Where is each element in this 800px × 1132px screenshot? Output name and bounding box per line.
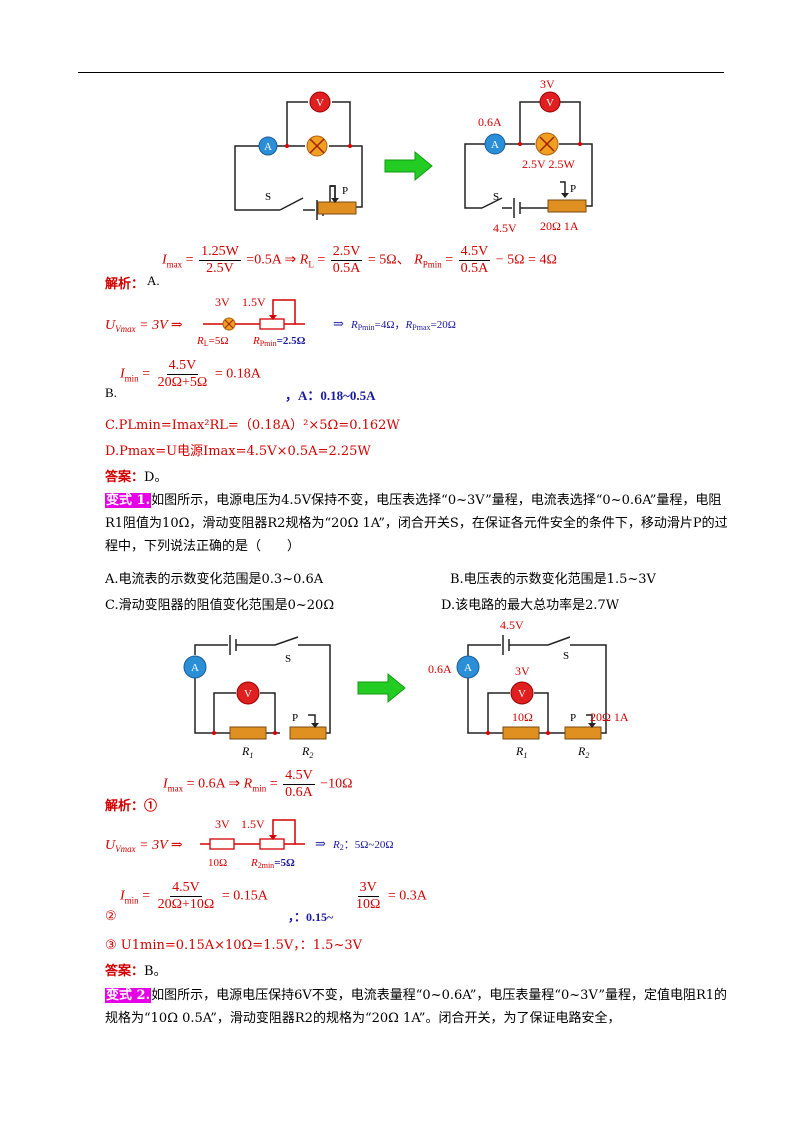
label-battery-mid: 4.5V bbox=[500, 618, 524, 632]
label-rheostat-mid: 20Ω 1A bbox=[590, 710, 629, 724]
slider-label: P bbox=[342, 185, 348, 197]
voltmeter-label-mid: V bbox=[244, 688, 252, 700]
ammeter-icon bbox=[258, 136, 278, 156]
v1-step-2-mid: ，：0.15~ bbox=[288, 910, 334, 924]
uv-label-3v: 3V bbox=[215, 295, 230, 309]
svg-text:A: A bbox=[491, 139, 499, 151]
v1-option-a: A.电流表的示数变化范围是0.3~0.6A bbox=[105, 572, 324, 587]
switch-label: S bbox=[265, 191, 271, 203]
variant-2-question: 变式 2.如图所示，电源电压保持6V不变，电流表量程“0~0.6A”，电压表量程… bbox=[105, 988, 728, 1026]
v1-step-3: ③ U1min=0.15A×10Ω=1.5V，：1.5~3V bbox=[105, 938, 362, 953]
svg-text:RL=5Ω: RL=5Ω bbox=[196, 335, 229, 348]
svg-text:V: V bbox=[546, 97, 554, 109]
label-rheostat: 20Ω 1A bbox=[540, 219, 579, 233]
svg-text:⇒: ⇒ bbox=[315, 836, 326, 851]
v1-option-c: C.滑动变阻器的阻值变化范围是0~20Ω bbox=[105, 598, 335, 613]
svg-text:UVmax = 3V ⇒: UVmax = 3V ⇒ bbox=[105, 838, 183, 854]
voltmeter-label: V bbox=[316, 97, 324, 109]
svg-text:V: V bbox=[518, 688, 526, 700]
slider-label-right: P bbox=[570, 183, 576, 195]
label-06a-mid: 0.6A bbox=[428, 662, 452, 676]
uv2-label-15v: 1.5V bbox=[241, 817, 265, 831]
voltmeter-icon bbox=[309, 91, 331, 113]
variant-1-question: 变式 1.如图所示，电源电压为4.5V保持不变，电压表选择“0~3V”量程，电流… bbox=[105, 493, 728, 554]
label-3v-mid: 3V bbox=[515, 664, 530, 678]
circuit-top-left-parts: A V S P bbox=[258, 91, 357, 215]
uv-max-diagram-1: UVmax = 3V ⇒ 3V 1.5V RL=5Ω RPmin=2.5Ω ⇒ … bbox=[105, 295, 456, 348]
switch-label-mid-right: S bbox=[563, 650, 569, 662]
header-rule bbox=[78, 72, 724, 73]
label-3v: 3V bbox=[540, 80, 555, 91]
label-lamp-rating: 2.5V 2.5W bbox=[522, 157, 575, 171]
v1-option-b: B.电压表的示数变化范围是1.5~3V bbox=[450, 572, 656, 587]
circuit-diagrams-middle: A V S P R1 R2 A V 4.5V 0.6A 3V S 10Ω P 2… bbox=[183, 618, 629, 760]
option-d-line: D.Pmax=U电源Imax=4.5V×0.5A=2.25W bbox=[105, 444, 371, 459]
svg-text:UVmax = 3V ⇒: UVmax = 3V ⇒ bbox=[105, 318, 183, 334]
v1-step-2-prefix: ② bbox=[105, 908, 117, 923]
label-battery: 4.5V bbox=[493, 221, 517, 235]
transform-arrow-icon bbox=[384, 150, 433, 182]
answer-1: 答案：D。 bbox=[105, 470, 168, 485]
variant-1-tag: 变式 1. bbox=[105, 493, 152, 508]
switch-label-right: S bbox=[493, 191, 499, 203]
uv-label-15v: 1.5V bbox=[242, 295, 266, 309]
v1-option-d: D.该电路的最大总功率是2.7W bbox=[441, 598, 620, 613]
circuit-top-right bbox=[464, 101, 593, 218]
uv-max-diagram-2: UVmax = 3V ⇒ 3V 1.5V 10Ω R2min=5Ω ⇒ R2：5… bbox=[105, 817, 394, 870]
ammeter-label: A bbox=[264, 141, 272, 153]
solution-label-1: 解析： bbox=[105, 276, 145, 291]
slider-label-mid: P bbox=[292, 712, 298, 724]
option-a-prefix: A. bbox=[147, 273, 160, 288]
switch-label-mid: S bbox=[285, 653, 291, 665]
svg-text:R2min=5Ω: R2min=5Ω bbox=[250, 857, 295, 870]
ammeter-label-mid: A bbox=[191, 662, 199, 674]
uv2-label-3v: 3V bbox=[215, 817, 230, 831]
option-c-line: C.PLmin=Imax²RL=（0.18A）²×5Ω=0.162W bbox=[105, 418, 400, 433]
circuit-diagrams-top: A V S P A V 3V bbox=[234, 80, 593, 235]
transform-arrow-icon-mid bbox=[357, 672, 406, 704]
uv2-label-10ohm: 10Ω bbox=[208, 857, 227, 869]
rheostat-icon bbox=[317, 201, 357, 215]
option-b-answer: ，A：0.18~0.5A bbox=[285, 388, 376, 403]
v1-solution-label: 解析：① bbox=[105, 798, 158, 813]
svg-text:RPmin=4Ω，RPmax=20Ω: RPmin=4Ω，RPmax=20Ω bbox=[350, 319, 456, 332]
label-06a: 0.6A bbox=[478, 115, 502, 129]
svg-text:A: A bbox=[464, 662, 472, 674]
label-10ohm: 10Ω bbox=[512, 710, 533, 724]
svg-text:RPmin=2.5Ω: RPmin=2.5Ω bbox=[252, 335, 306, 348]
option-b-prefix: B. bbox=[105, 385, 117, 400]
svg-text:⇒: ⇒ bbox=[333, 316, 344, 331]
answer-2: 答案：B。 bbox=[105, 964, 167, 979]
svg-text:R1: R1 bbox=[515, 744, 527, 760]
slider-label-mid-right: P bbox=[570, 712, 576, 724]
svg-text:R1: R1 bbox=[241, 744, 253, 760]
svg-text:R2: R2 bbox=[301, 744, 313, 760]
svg-text:R2：5Ω~20Ω: R2：5Ω~20Ω bbox=[332, 839, 394, 852]
svg-text:R2: R2 bbox=[577, 744, 589, 760]
circuit-top-right-parts: A V 3V 0.6A 2.5V 2.5W S P 4.5V 20Ω 1A bbox=[478, 80, 587, 235]
variant-2-tag: 变式 2. bbox=[105, 988, 152, 1003]
